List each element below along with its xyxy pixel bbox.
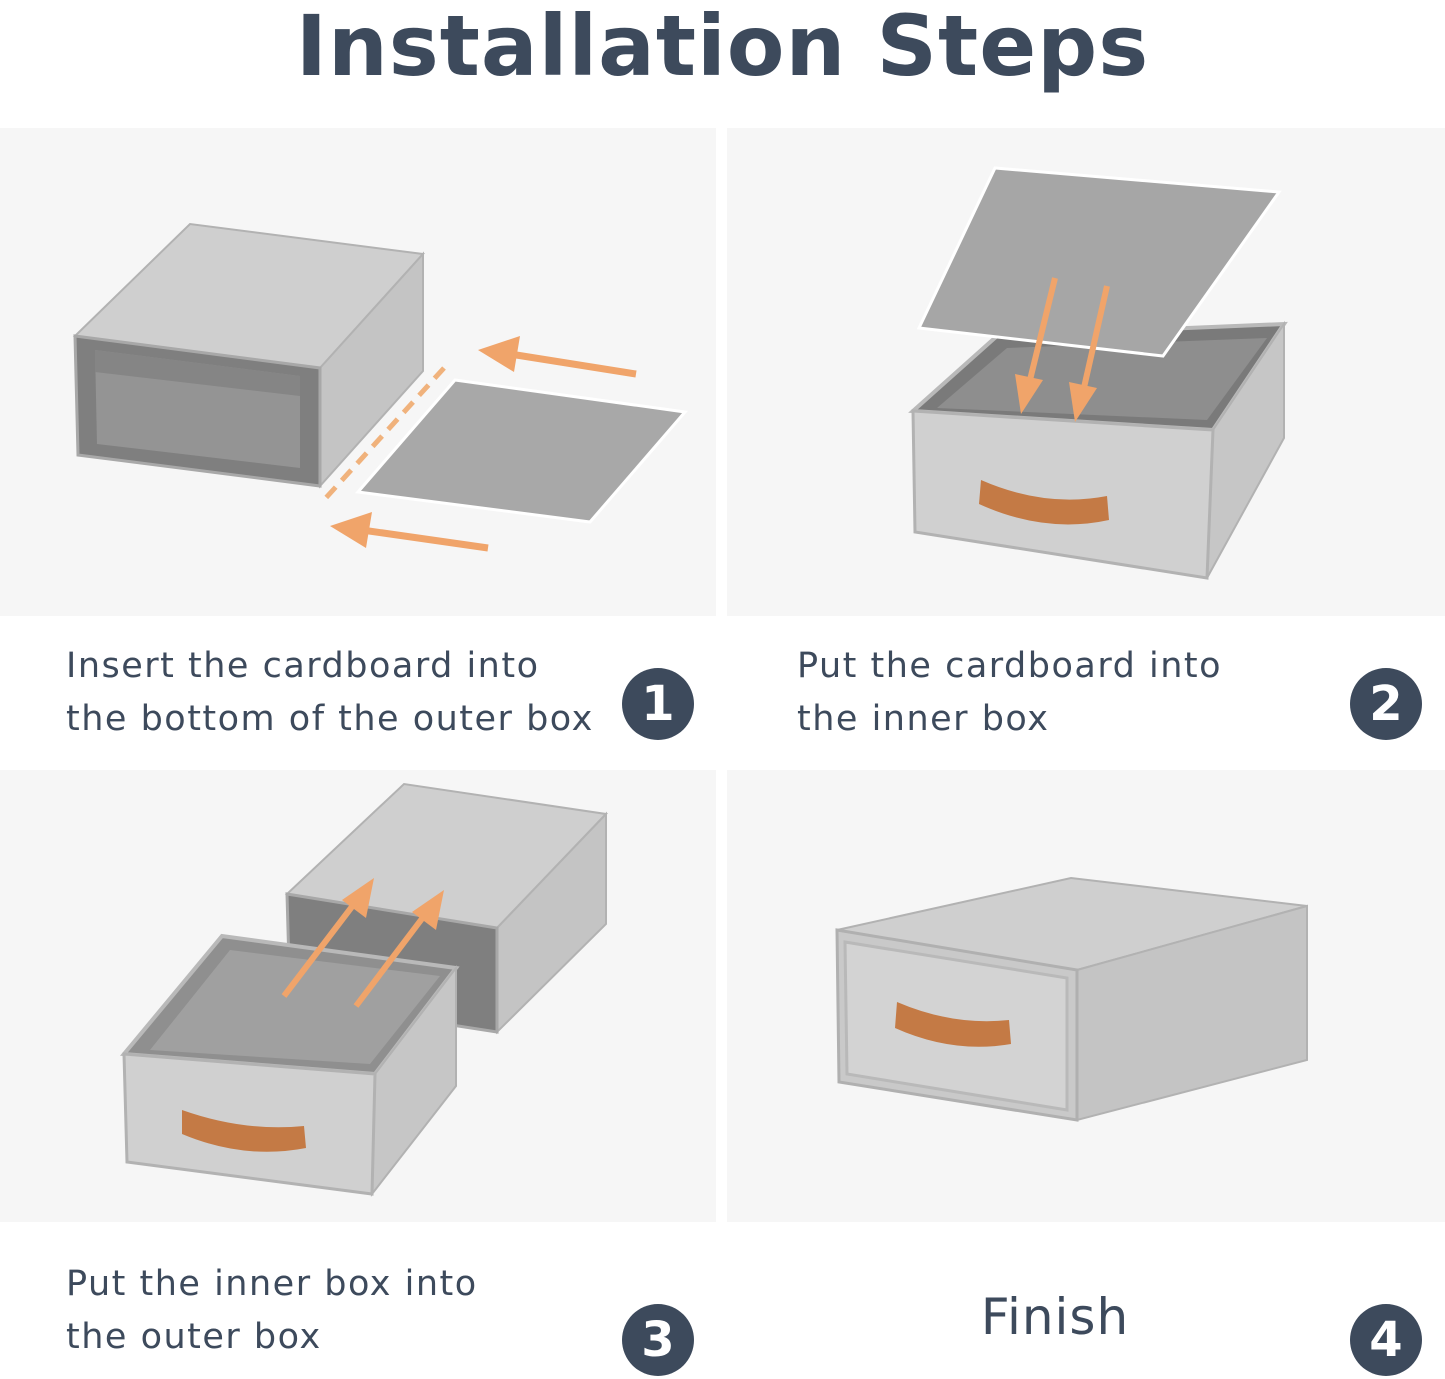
step-2-line-1: Put the cardboard into: [797, 646, 1223, 686]
cardboard-icon: [916, 166, 1282, 358]
drawer-handle-icon: [979, 480, 1109, 525]
step-3-caption: Put the inner box into the outer box: [66, 1258, 478, 1364]
step-1-badge: 1: [622, 668, 694, 740]
dashed-guide-line: [322, 366, 446, 502]
step-3-badge: 3: [622, 1304, 694, 1376]
drawer-handle-icon: [895, 1002, 1011, 1047]
step-4-badge: 4: [1350, 1304, 1422, 1376]
outer-box-and-cardboard-illustration: [72, 222, 688, 552]
step-2-badge: 2: [1350, 668, 1422, 740]
arrow-icon: [281, 878, 444, 1008]
step-1-line-1: Insert the cardboard into: [66, 646, 540, 686]
page-title: Installation Steps: [295, 0, 1150, 95]
step-4-illustration: [727, 770, 1445, 1222]
arrow-icon: [1015, 277, 1110, 422]
inner-box-and-cardboard-illustration: [908, 166, 1288, 580]
step-1-caption: Insert the cardboard into the bottom of …: [66, 640, 594, 746]
step-3-illustration: [0, 770, 716, 1222]
drawer-handle-icon: [182, 1110, 306, 1152]
step-1-illustration: [0, 128, 716, 616]
arrow-icon: [330, 336, 637, 552]
step-1-line-2: the bottom of the outer box: [66, 699, 594, 739]
inner-and-outer-box-illustration: [119, 782, 609, 1198]
step-2-illustration: [727, 128, 1445, 616]
step-2-caption: Put the cardboard into the inner box: [797, 640, 1222, 746]
step-4-caption: Finish: [980, 1288, 1130, 1346]
step-2-line-2: the inner box: [797, 699, 1050, 739]
step-3-line-1: Put the inner box into: [66, 1264, 478, 1304]
cardboard-icon: [355, 378, 688, 524]
finished-drawer-box-illustration: [835, 876, 1308, 1122]
step-3-line-2: the outer box: [66, 1317, 322, 1357]
